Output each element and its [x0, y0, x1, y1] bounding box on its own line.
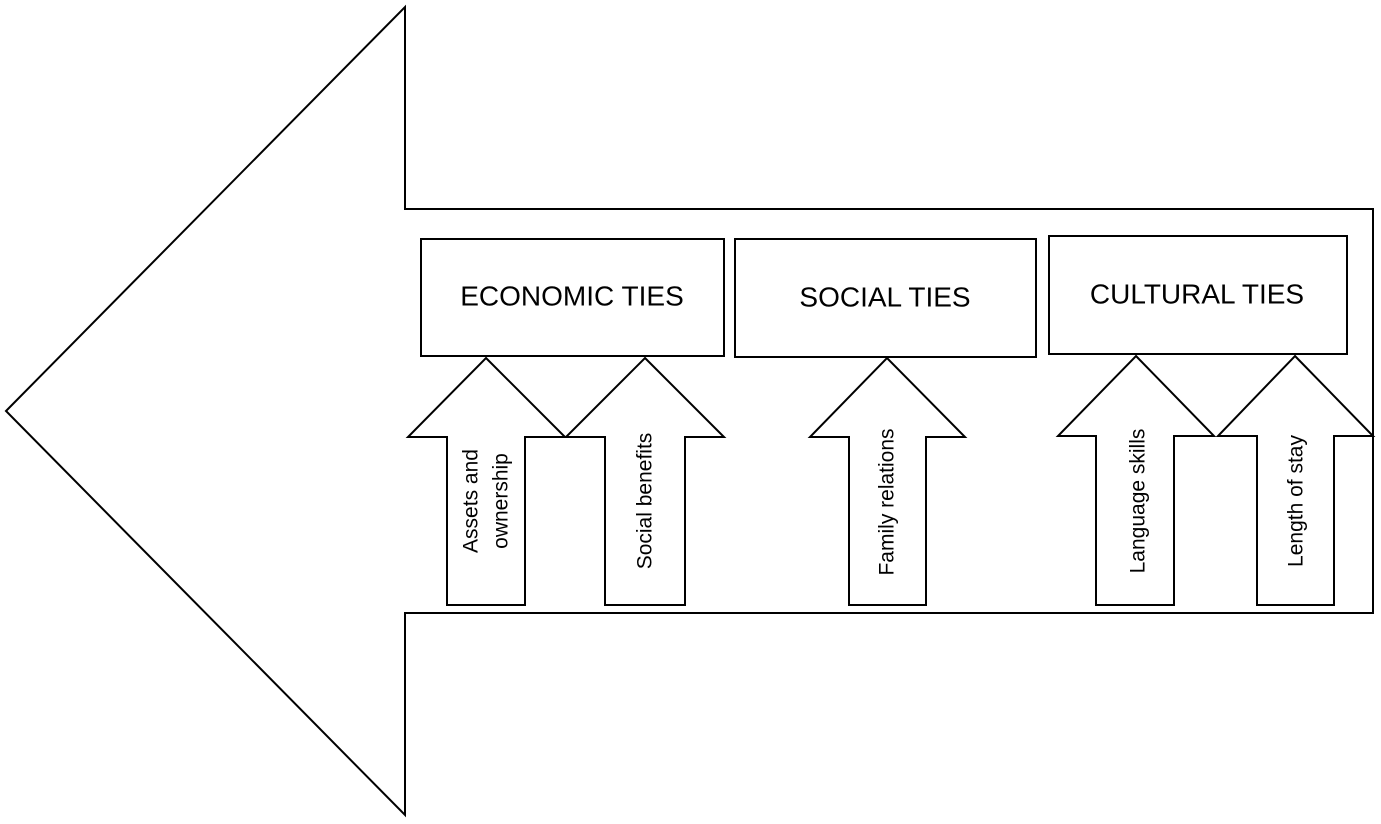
up-arrow-assets — [405, 356, 568, 606]
factor-label-social-benefits: Social benefits — [634, 433, 657, 570]
category-cultural-ties: CULTURAL TIES — [1048, 235, 1348, 355]
up-arrow-language-skills — [1055, 354, 1217, 606]
factor-arrow-length-of-stay: Length of stay — [1215, 354, 1376, 606]
up-arrow-social-benefits — [563, 356, 727, 606]
category-social-ties: SOCIAL TIES — [734, 238, 1037, 358]
factor-arrow-social-benefits: Social benefits — [563, 356, 727, 606]
economic-ties-box — [420, 238, 725, 357]
social-ties-box — [734, 238, 1037, 358]
up-arrow-length-of-stay — [1215, 354, 1376, 606]
economic-ties-label: ECONOMIC TIES — [460, 280, 684, 311]
factor-label-family-relations: Family relations — [876, 428, 899, 575]
factor-label-language-skills: Language skills — [1127, 429, 1150, 574]
factor-label-length-of-stay: Length of stay — [1285, 435, 1308, 567]
factor-label-assets-line2: ownership — [490, 453, 513, 549]
factor-label-assets-line1: Assets and — [460, 449, 483, 553]
category-economic-ties: ECONOMIC TIES — [420, 238, 725, 357]
factor-arrow-family-relations: Family relations — [807, 356, 968, 606]
social-ties-label: SOCIAL TIES — [799, 281, 970, 312]
cultural-ties-box — [1048, 235, 1348, 355]
factor-arrow-assets-ownership: Assets and ownership — [405, 356, 568, 606]
up-arrow-family-relations — [807, 356, 968, 606]
factor-arrow-language-skills: Language skills — [1055, 354, 1217, 606]
cultural-ties-label: CULTURAL TIES — [1090, 278, 1304, 309]
